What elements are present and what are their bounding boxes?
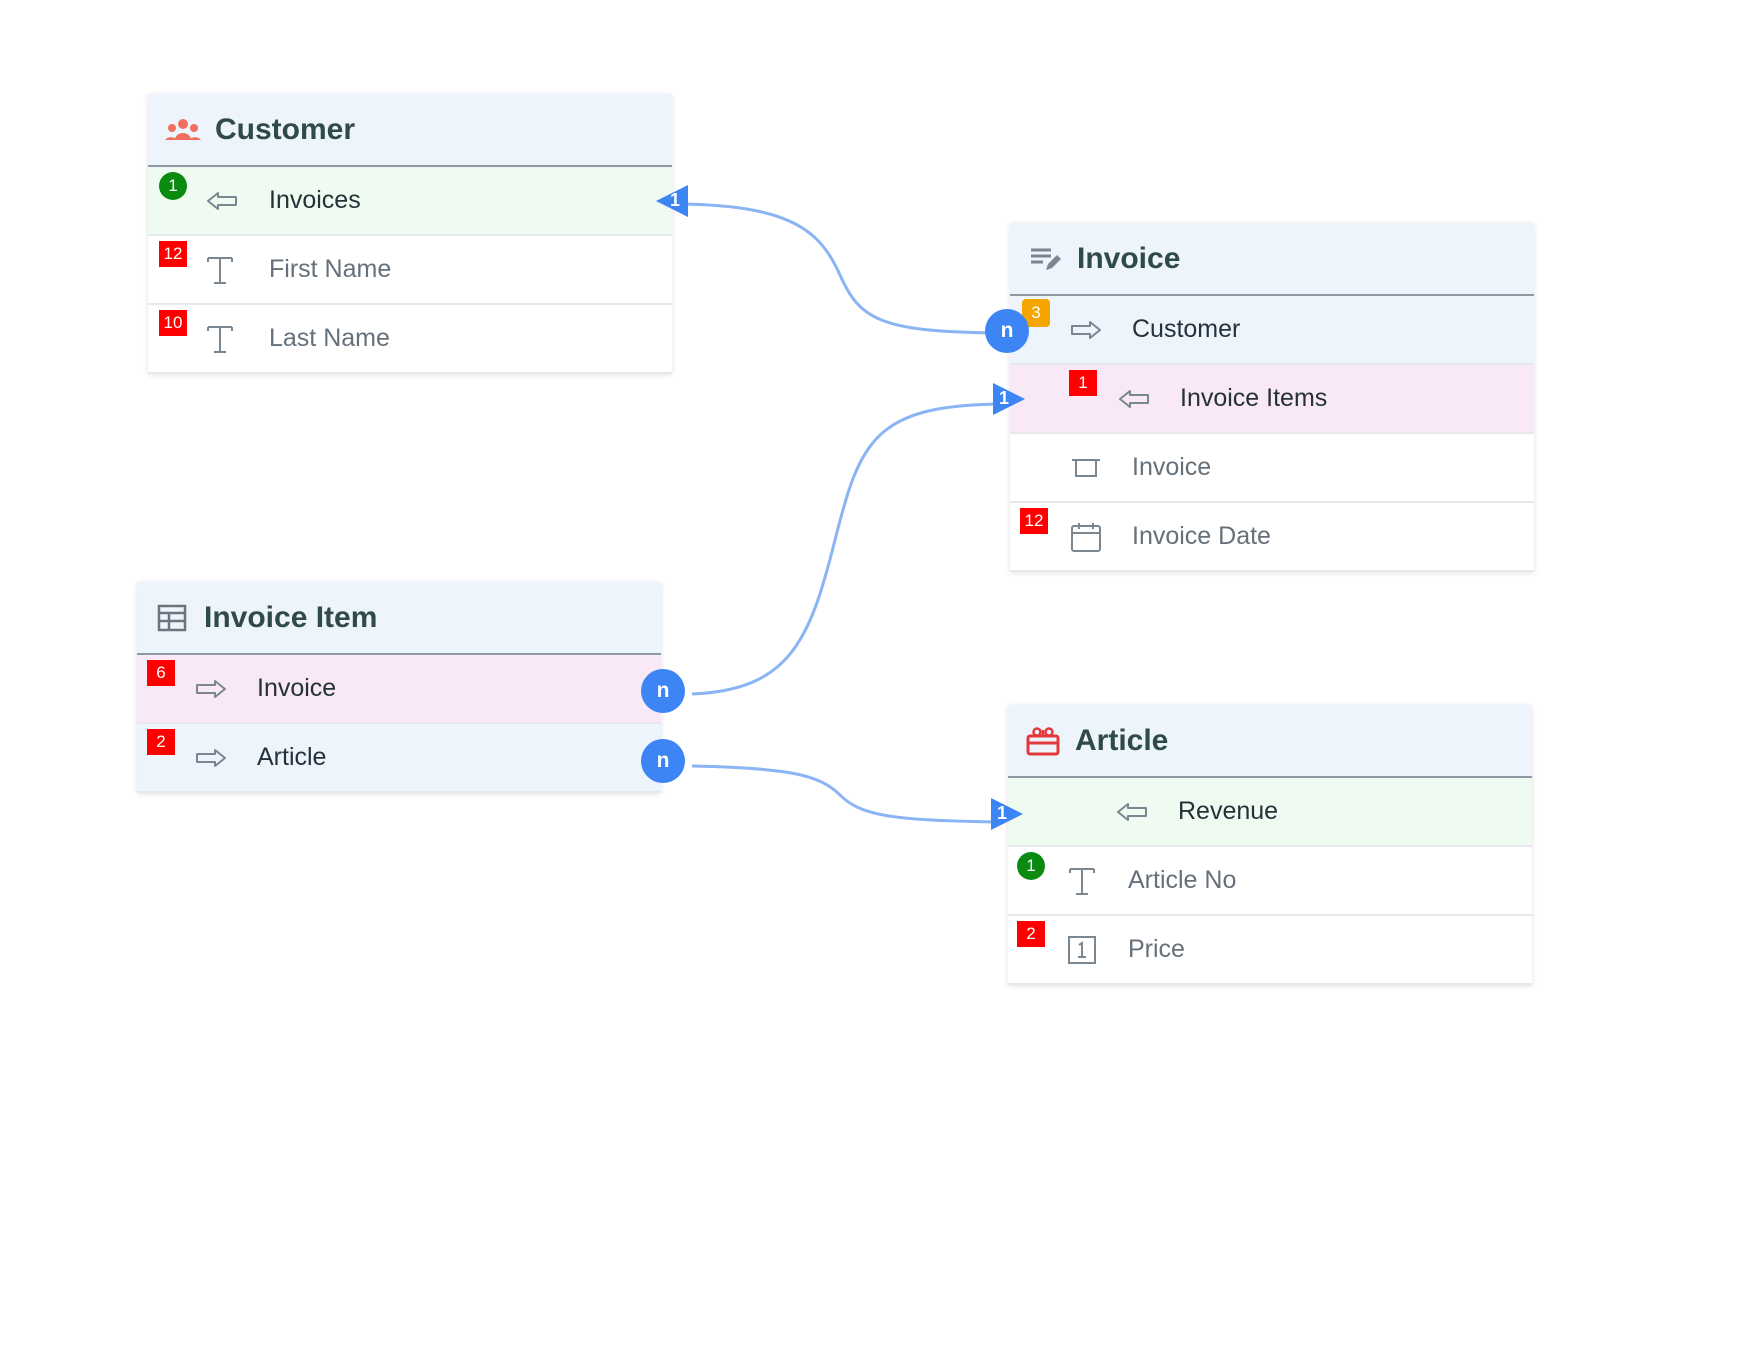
count-badge: 1 xyxy=(1017,852,1045,880)
count-badge: 1 xyxy=(159,172,187,200)
count-badge: 12 xyxy=(159,241,187,267)
connector-one-invoice-items[interactable]: 1 xyxy=(993,382,1027,416)
field-label: Price xyxy=(1128,935,1185,963)
field-label: Invoices xyxy=(269,186,361,214)
entity-header[interactable]: Invoice xyxy=(1010,223,1534,296)
arrow-left-icon xyxy=(1118,383,1150,415)
field-customer[interactable]: 3 Customer xyxy=(1010,296,1534,365)
field-article-no[interactable]: 1 Article No xyxy=(1008,847,1532,916)
link-invoiceitem-invoice xyxy=(691,402,1003,696)
gift-icon xyxy=(1023,725,1063,757)
field-label: Customer xyxy=(1132,315,1241,343)
link-invoice-customer xyxy=(671,202,1003,335)
field-last-name[interactable]: 10 Last Name xyxy=(148,305,672,374)
entity-title: Article xyxy=(1075,723,1169,757)
field-invoices[interactable]: 1 Invoices xyxy=(148,167,672,236)
field-label: Invoice Items xyxy=(1180,384,1328,412)
tray-icon xyxy=(1070,452,1102,484)
field-first-name[interactable]: 12 First Name xyxy=(148,236,672,305)
field-invoice[interactable]: Invoice xyxy=(1010,434,1534,503)
table-icon xyxy=(152,602,192,634)
field-label: Invoice Date xyxy=(1132,522,1271,550)
entity-article[interactable]: Article Revenue 1 Article No 2 Price xyxy=(1008,705,1532,985)
connector-label: n xyxy=(656,679,670,702)
field-label: Article No xyxy=(1128,866,1237,894)
entity-title: Customer xyxy=(215,112,356,146)
field-revenue[interactable]: Revenue xyxy=(1008,778,1532,847)
number-icon xyxy=(1066,934,1098,966)
connector-label: 1 xyxy=(998,388,1009,408)
arrow-left-icon xyxy=(206,185,238,217)
link-invoiceitem-article xyxy=(691,764,1003,824)
field-invoice-date[interactable]: 12 Invoice Date xyxy=(1010,503,1534,572)
entity-header[interactable]: Customer xyxy=(148,94,672,167)
connector-label: 1 xyxy=(996,803,1007,823)
connector-label: 1 xyxy=(669,190,680,210)
field-price[interactable]: 2 Price xyxy=(1008,916,1532,985)
connector-label: n xyxy=(656,749,670,772)
arrow-right-icon xyxy=(195,742,227,774)
field-invoice-items[interactable]: 1 Invoice Items xyxy=(1010,365,1534,434)
count-badge: 12 xyxy=(1020,508,1048,534)
arrow-right-icon xyxy=(195,673,227,705)
field-invoice[interactable]: 6 Invoice xyxy=(137,655,661,724)
count-badge: 2 xyxy=(1017,921,1045,947)
connector-label: n xyxy=(1000,319,1014,342)
field-label: Revenue xyxy=(1178,797,1279,825)
count-badge: 6 xyxy=(147,660,175,686)
connector-many-invoiceitem-article[interactable]: n xyxy=(641,739,685,783)
edit-list-icon xyxy=(1025,243,1065,275)
entity-title: Invoice xyxy=(1077,241,1181,275)
field-label: Invoice xyxy=(257,674,337,702)
text-icon xyxy=(204,323,236,355)
text-icon xyxy=(1066,865,1098,897)
users-icon xyxy=(163,114,203,146)
arrow-left-icon xyxy=(1116,796,1148,828)
count-badge: 2 xyxy=(147,729,175,755)
calendar-icon xyxy=(1070,521,1102,553)
field-article[interactable]: 2 Article xyxy=(137,724,661,793)
connector-many-invoiceitem-invoice[interactable]: n xyxy=(641,669,685,713)
entity-invoice[interactable]: Invoice 3 Customer 1 Invoice Items Invoi… xyxy=(1010,223,1534,572)
entity-header[interactable]: Article xyxy=(1008,705,1532,778)
field-label: First Name xyxy=(269,255,392,283)
entity-customer[interactable]: Customer 1 Invoices 12 First Name 10 Las… xyxy=(148,94,672,374)
connector-one-article-revenue[interactable]: 1 xyxy=(991,797,1025,831)
arrow-right-icon xyxy=(1070,314,1102,346)
field-label: Last Name xyxy=(269,324,390,352)
entity-header[interactable]: Invoice Item xyxy=(137,582,661,655)
entity-invoice-item[interactable]: Invoice Item 6 Invoice 2 Article xyxy=(137,582,661,793)
field-label: Article xyxy=(257,743,327,771)
connector-one-customer-invoices[interactable]: 1 xyxy=(654,184,688,218)
count-badge: 1 xyxy=(1069,370,1097,396)
count-badge: 10 xyxy=(159,310,187,336)
field-label: Invoice xyxy=(1132,453,1212,481)
entity-title: Invoice Item xyxy=(204,600,378,634)
connector-many-invoice-customer[interactable]: n xyxy=(985,309,1029,353)
text-icon xyxy=(204,254,236,286)
